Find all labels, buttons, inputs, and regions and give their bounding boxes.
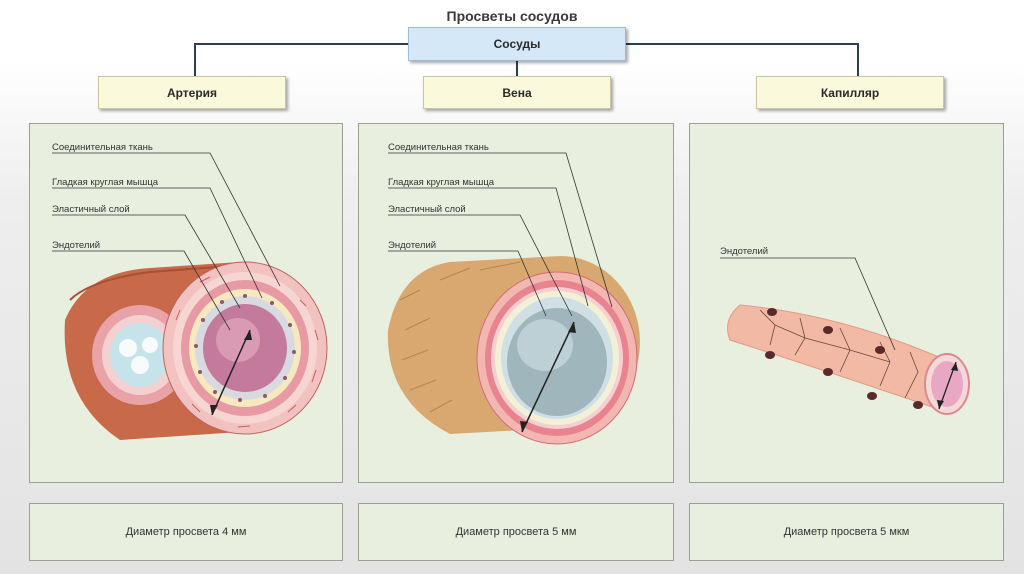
artery-label-elastic-layer: Эластичный слой (52, 204, 130, 215)
vein-illustration (387, 152, 640, 445)
vein-label-connective-tissue: Соединительная ткань (388, 142, 489, 153)
artery-illustration (52, 152, 328, 440)
capillary-label-endothelium: Эндотелий (720, 246, 769, 257)
artery-diameter-caption: Диаметр просвета 4 мм (29, 503, 343, 561)
vein-header-box: Вена (423, 76, 611, 109)
vein-label-elastic-layer: Эластичный слой (388, 204, 466, 215)
capillary-illustration (720, 257, 970, 415)
capillary-header-box: Капилляр (756, 76, 944, 109)
capillary-diameter-caption: Диаметр просвета 5 мкм (689, 503, 1004, 561)
page-title: Просветы сосудов (446, 8, 578, 24)
artery-label-endothelium: Эндотелий (52, 240, 101, 251)
capillary-panel (689, 123, 1004, 483)
artery-header-box: Артерия (98, 76, 286, 109)
vessels-root-box: Сосуды (408, 27, 626, 61)
vein-label-endothelium: Эндотелий (388, 240, 437, 251)
vein-label-smooth-muscle: Гладкая круглая мышца (388, 177, 495, 188)
artery-label-smooth-muscle: Гладкая круглая мышца (52, 177, 159, 188)
vein-diameter-caption: Диаметр просвета 5 мм (358, 503, 674, 561)
artery-label-connective-tissue: Соединительная ткань (52, 142, 153, 153)
